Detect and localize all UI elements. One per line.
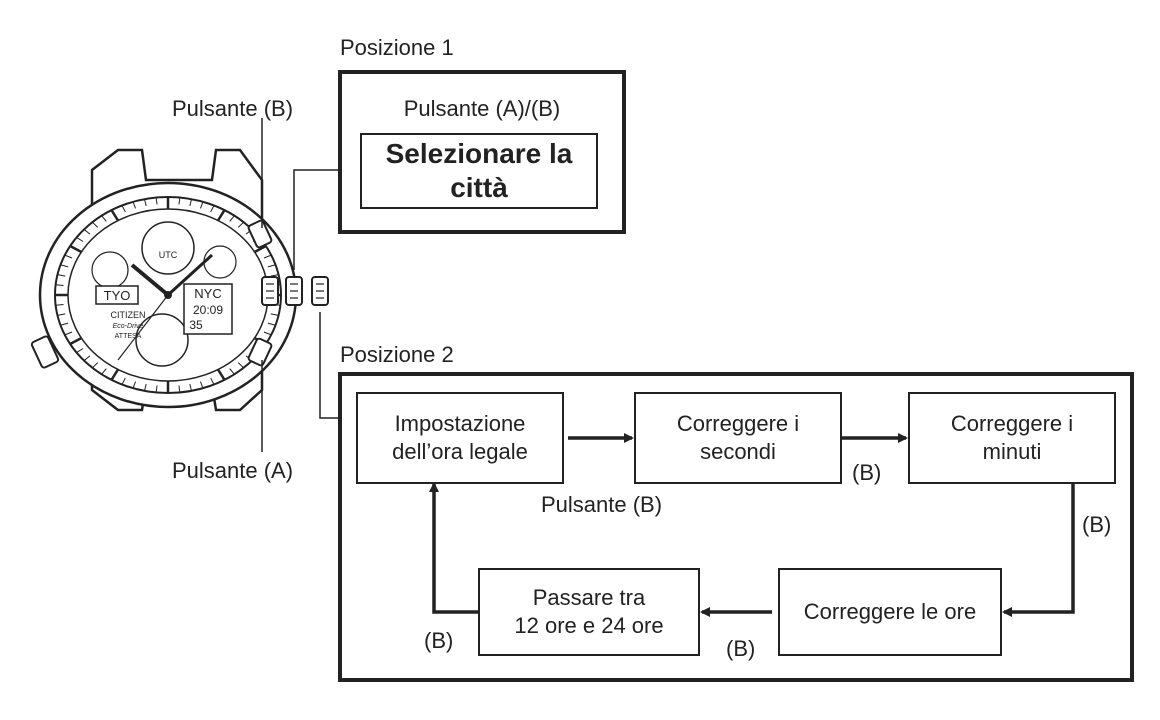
- bezel-tick: [155, 385, 158, 393]
- second-hand: [117, 294, 169, 361]
- bezel-tick: [101, 368, 107, 375]
- watch-illustration: UTC TYO NYC 20:09 35 CITIZEN Eco-Drive A…: [30, 148, 329, 412]
- step-dst-box: Impostazione dell’ora legale: [356, 392, 564, 484]
- bezel-tick: [144, 199, 147, 207]
- bezel-tick: [210, 205, 215, 213]
- bezel-tick: [60, 322, 69, 326]
- flow-button-b-label: Pulsante (B): [541, 492, 663, 517]
- position-2-frame: [338, 372, 1134, 682]
- select-city-box: Selezionare la città: [360, 133, 598, 209]
- bezel-tick: [155, 197, 158, 205]
- bezel-tick: [270, 313, 279, 316]
- arrow-step3-step4: [1002, 484, 1075, 617]
- step-seconds-box: Correggere i secondi: [634, 392, 842, 484]
- left-lcd-text: TYO: [104, 288, 131, 303]
- bezel-tick: [199, 381, 204, 389]
- pusher-left: [30, 335, 60, 369]
- subdial-top: [141, 221, 195, 275]
- step-hours-box: Correggere le ore: [778, 568, 1002, 656]
- bezel-tick: [110, 209, 120, 222]
- bezel-tick: [64, 331, 73, 336]
- position-2-title: Posizione 2: [340, 342, 454, 367]
- bezel-tick: [69, 336, 82, 346]
- button-b-label: Pulsante (B): [172, 96, 294, 121]
- bezel-tick: [83, 355, 91, 361]
- step-12-24-box: Passare tra 12 ore e 24 ore: [478, 568, 700, 656]
- bezel-tick: [254, 244, 267, 254]
- bezel-tick: [60, 264, 69, 268]
- connector-pos1: [293, 169, 340, 270]
- bezel-tick: [76, 236, 84, 242]
- bezel-tick: [189, 383, 192, 391]
- connector-pos2: [319, 312, 340, 419]
- arrow-step5-step1: [429, 482, 478, 614]
- right-lcd-city: NYC: [194, 286, 221, 301]
- bezel-tick: [92, 221, 99, 228]
- minute-hand: [166, 253, 214, 297]
- bezel-tick: [270, 274, 279, 277]
- watch-line: Eco-Drive: [113, 323, 144, 330]
- bezel-tick: [237, 362, 244, 369]
- bezel-tick: [178, 197, 181, 205]
- bezel-tick: [57, 313, 66, 316]
- subdial-bottom: [135, 313, 189, 367]
- bezel-tick: [92, 362, 99, 369]
- step-minutes-box: Correggere i minuti: [908, 392, 1116, 484]
- pusher-b: [247, 219, 273, 249]
- b-label-minutes-hours: (B): [1082, 512, 1112, 537]
- bezel-tick: [263, 254, 272, 259]
- bezel-tick: [210, 377, 215, 385]
- button-a-label: Pulsante (A): [172, 458, 294, 483]
- position-1-frame: [338, 70, 626, 234]
- watch-model: ATTESA: [115, 333, 142, 340]
- bezel-tick: [216, 368, 226, 381]
- bezel-tick: [64, 254, 73, 259]
- bezel-tick: [132, 381, 137, 389]
- bezel-tick: [144, 383, 147, 391]
- bezel-tick: [69, 244, 82, 254]
- pusher-a: [247, 337, 273, 367]
- position-1-title: Posizione 1: [340, 35, 454, 60]
- bezel-tick: [55, 284, 64, 286]
- bezel-tick: [121, 377, 126, 385]
- left-lcd: [95, 285, 139, 305]
- b-label-hours-1224: (B): [726, 636, 756, 661]
- bezel-tick: [110, 368, 120, 381]
- hour-hand: [130, 263, 170, 297]
- bezel-tick: [57, 274, 66, 277]
- bezel-tick: [101, 215, 107, 222]
- subdial-left: [91, 251, 129, 289]
- b-label-seconds-minutes: (B): [852, 460, 882, 485]
- bezel-tick: [83, 229, 91, 235]
- right-lcd-time: 20:09: [193, 303, 223, 317]
- right-lcd: [183, 283, 233, 335]
- bezel-tick: [229, 368, 235, 375]
- bezel-tick: [178, 385, 181, 393]
- bezel-tick: [55, 304, 64, 306]
- bezel-tick: [76, 348, 84, 354]
- bezel-tick: [229, 215, 235, 222]
- right-lcd-seconds: 35: [189, 318, 203, 332]
- bezel-tick: [267, 322, 276, 326]
- b-label-1224-dst: (B): [424, 628, 454, 653]
- watch-brand: CITIZEN: [111, 310, 146, 320]
- position-1-buttons-label: Pulsante (A)/(B): [403, 96, 561, 121]
- bezel-tick: [199, 201, 204, 209]
- subdial-label: UTC: [159, 250, 178, 260]
- bezel-tick: [132, 201, 137, 209]
- subdial-right: [203, 245, 237, 279]
- bezel-tick: [189, 199, 192, 207]
- bezel-tick: [267, 264, 276, 268]
- bezel-tick: [237, 221, 244, 228]
- bezel-tick: [216, 209, 226, 222]
- bezel-tick: [263, 331, 272, 336]
- bezel-tick: [121, 205, 126, 213]
